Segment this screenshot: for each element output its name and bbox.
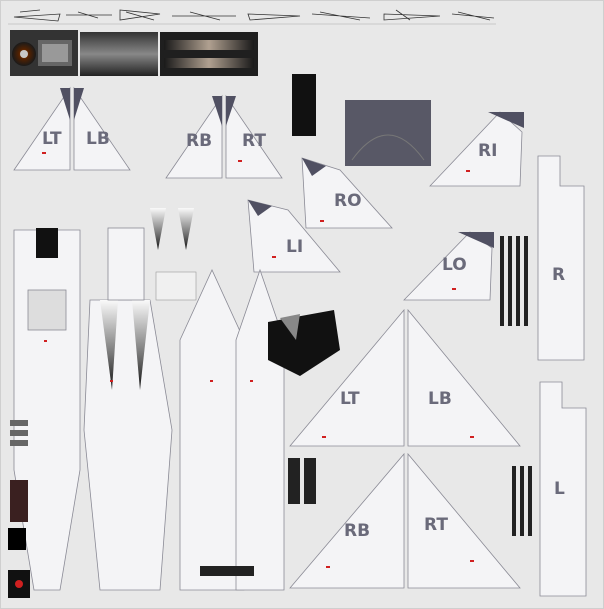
intake-ramps [150, 208, 340, 376]
main-wing-label-lt: LT [340, 389, 360, 409]
pylon-panels [537, 155, 587, 597]
upper-wing-label-lt: LT [42, 129, 62, 149]
upper-wing-panels [13, 86, 283, 179]
canopy-panels [292, 74, 431, 166]
pylon-label-r: R [552, 265, 565, 285]
main-wing-label-rt: RT [424, 515, 448, 535]
tail-label-ri: RI [478, 141, 497, 161]
tail-label-li: LI [286, 237, 303, 257]
pylon-label-l: L [554, 479, 565, 499]
tail-fin-panels [247, 111, 524, 301]
profile-sketches [8, 9, 496, 25]
upper-wing-label-rb: RB [186, 131, 212, 151]
engine-texture-strip [10, 30, 258, 76]
main-wing-panels [289, 308, 521, 589]
tail-label-ro: RO [334, 191, 362, 211]
main-wing-label-rb: RB [344, 521, 370, 541]
upper-wing-label-rt: RT [242, 131, 266, 151]
upper-wing-label-lb: LB [86, 129, 110, 149]
detail-swatches [8, 420, 254, 598]
tail-label-lo: LO [442, 255, 467, 275]
missile-rails [288, 236, 532, 536]
main-wing-label-lb: LB [428, 389, 452, 409]
fuselage-sections [13, 227, 285, 591]
warning-markings [42, 152, 474, 568]
